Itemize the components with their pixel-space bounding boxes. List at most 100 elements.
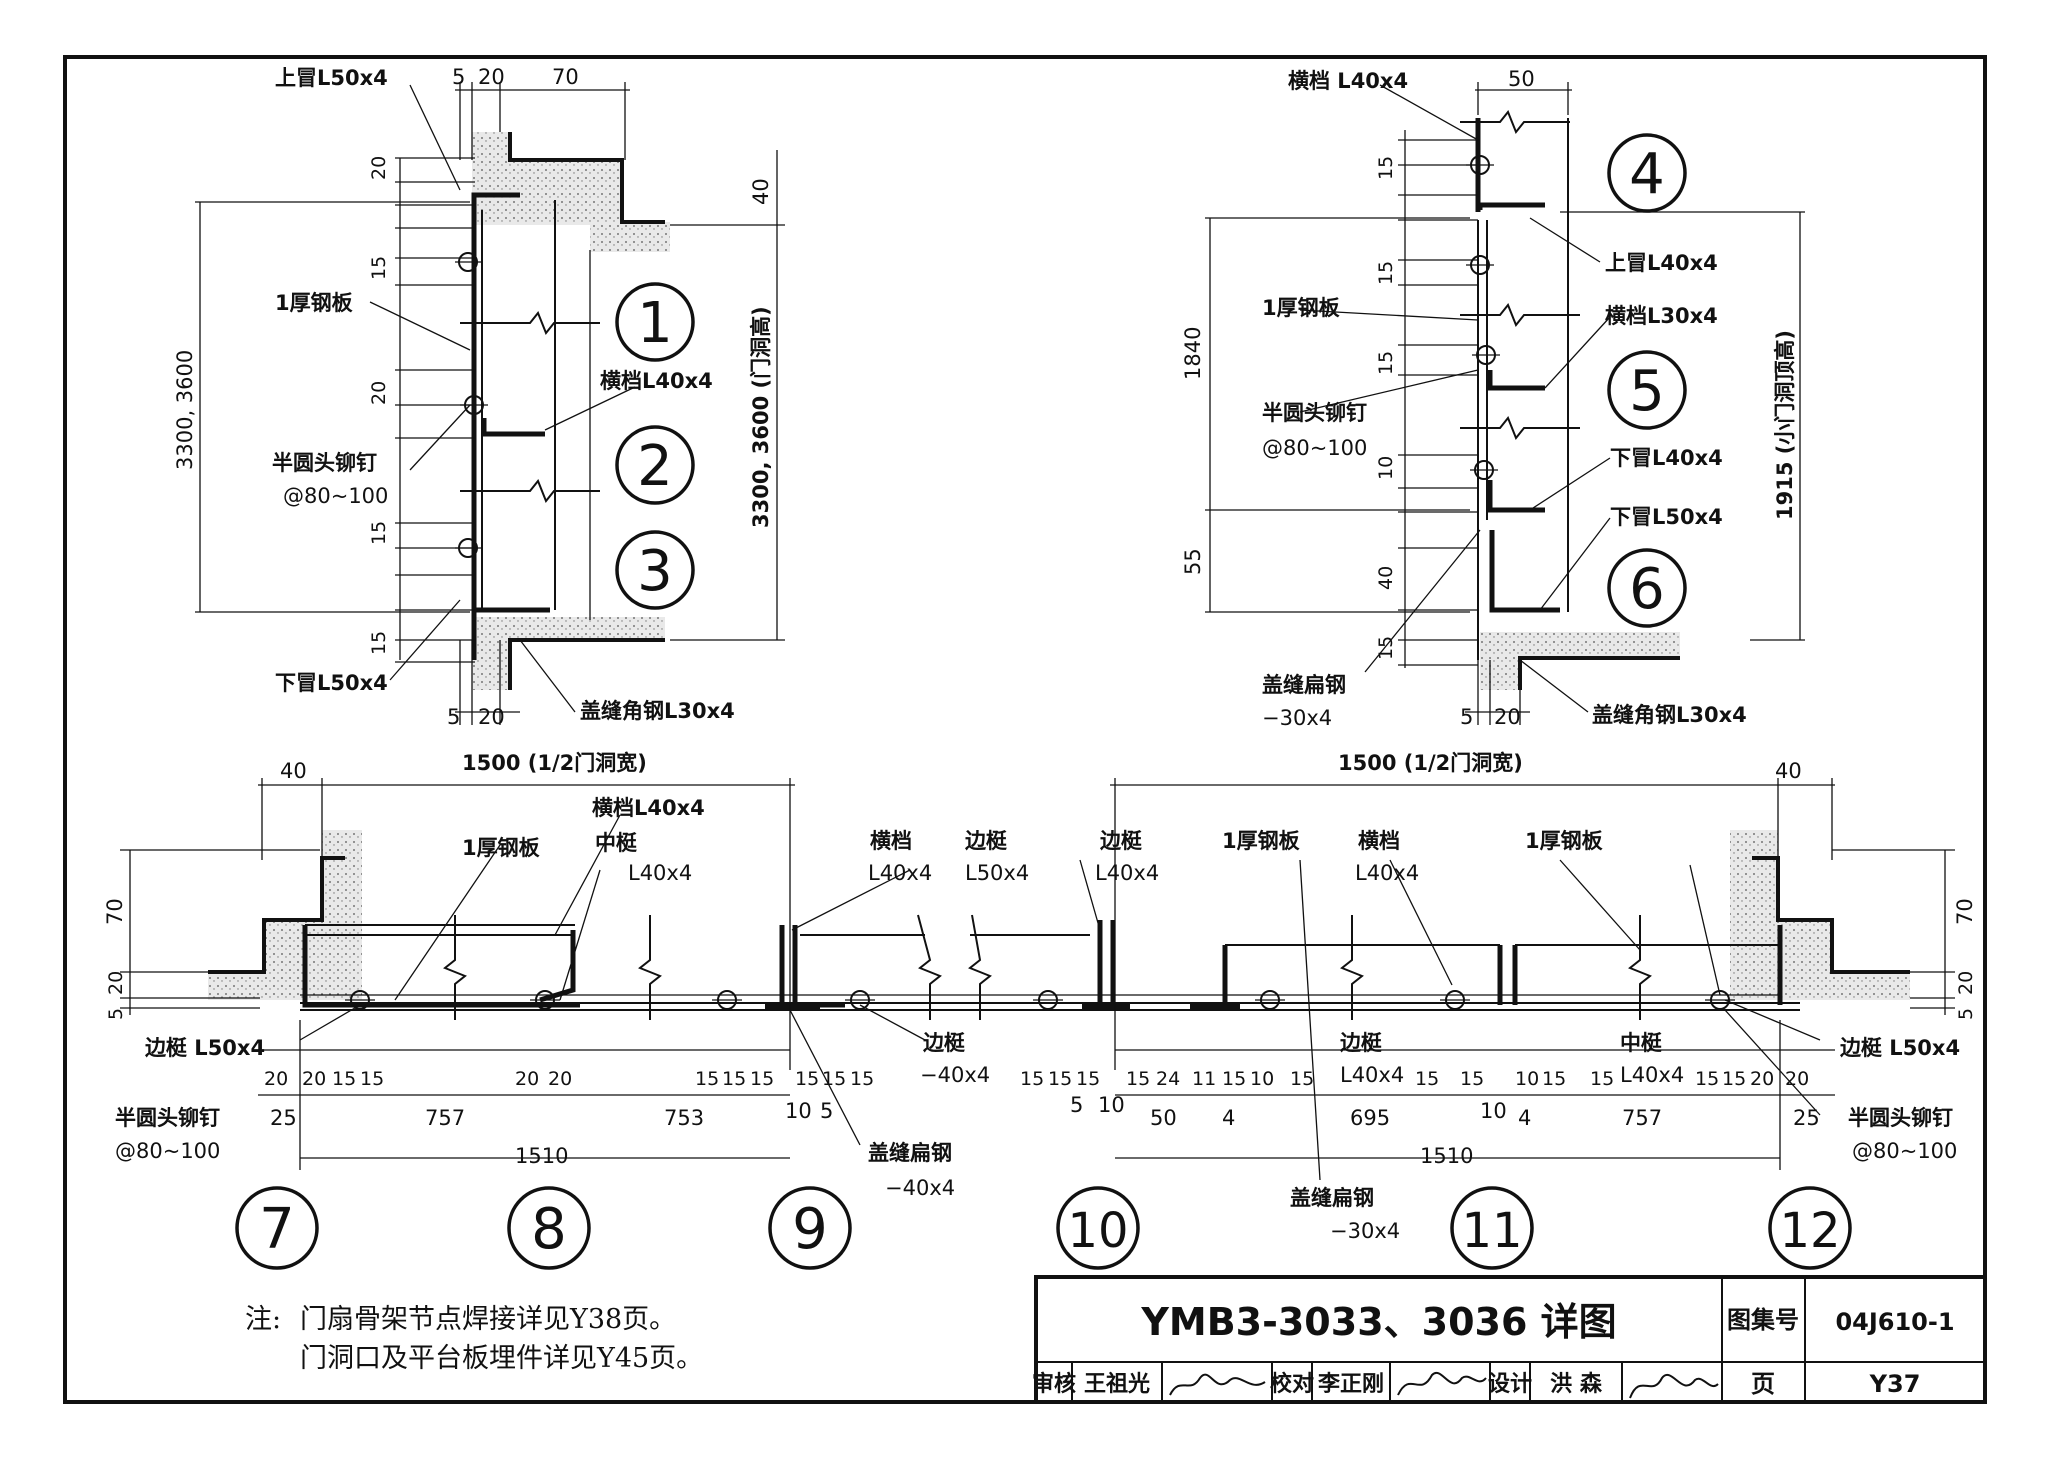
svg-text:L40x4: L40x4 <box>1340 1063 1404 1087</box>
review-name: 王祖光 <box>1084 1372 1150 1397</box>
signature-reviewer <box>1169 1373 1266 1396</box>
dim-tick: 24 <box>1156 1068 1180 1090</box>
drawing-title: YMB3-3033、3036 详图 <box>1140 1300 1616 1344</box>
dim-door-height: 3300, 3600 (门洞高) <box>749 306 773 528</box>
svg-text:15: 15 <box>360 1068 384 1090</box>
svg-text:15: 15 <box>1076 1068 1100 1090</box>
check-name: 李正刚 <box>1317 1372 1384 1397</box>
svg-text:半圆头铆钉: 半圆头铆钉 <box>115 1106 220 1130</box>
label-plate-1mm: 1厚钢板 <box>275 291 354 315</box>
dim-15: 15 <box>368 256 390 280</box>
dim-70-left: 70 <box>103 898 127 925</box>
svg-text:757: 757 <box>1622 1106 1662 1130</box>
label-l50-h1: L50x4 <box>965 861 1029 885</box>
svg-text:2: 2 <box>637 434 673 499</box>
dim-4-a: 4 <box>1222 1106 1235 1130</box>
label-flat-30-h: −30x4 <box>1330 1219 1400 1243</box>
svg-text:4: 4 <box>1222 1106 1235 1130</box>
svg-text:40: 40 <box>280 759 307 783</box>
dim-5-right: 5 <box>1955 1008 1977 1020</box>
page-number: Y37 <box>1869 1370 1921 1398</box>
dim-5: 5 <box>1460 705 1473 729</box>
label-crossbar-h2: 横档 <box>870 829 912 853</box>
dim-tick: 20 <box>1750 1068 1774 1090</box>
svg-text:25: 25 <box>1793 1106 1820 1130</box>
svg-text:20: 20 <box>1750 1068 1774 1090</box>
svg-text:盖缝扁钢: 盖缝扁钢 <box>1290 1186 1374 1210</box>
svg-text:5: 5 <box>820 1099 833 1123</box>
dim-tick: 15 <box>1722 1068 1746 1090</box>
svg-text:L40x4: L40x4 <box>1355 861 1419 885</box>
dim-757-left: 757 <box>425 1106 465 1130</box>
label-rivet-spacing: @80~100 <box>283 484 388 508</box>
label-crossbar-h3: 横档 <box>1358 829 1400 853</box>
dim-tick: 15 <box>1076 1068 1100 1090</box>
svg-text:中梃: 中梃 <box>595 831 637 855</box>
svg-text:校对: 校对 <box>1270 1371 1314 1397</box>
svg-text:边梃: 边梃 <box>1100 829 1142 853</box>
label-l40-h6: L40x4 <box>1620 1063 1684 1087</box>
svg-text:门洞口及平台板埋件详见Y45页。: 门洞口及平台板埋件详见Y45页。 <box>300 1343 703 1374</box>
svg-text:20: 20 <box>105 971 127 995</box>
svg-text:1510: 1510 <box>515 1144 568 1168</box>
svg-text:15: 15 <box>1590 1068 1614 1090</box>
svg-text:设计: 设计 <box>1488 1372 1532 1397</box>
label-rivet-spacing-h-left: @80~100 <box>115 1139 220 1163</box>
label-rivet: 半圆头铆钉 <box>272 451 377 475</box>
label-plate-1mm-right: 1厚钢板 <box>1262 296 1341 320</box>
svg-text:5: 5 <box>1955 1008 1977 1020</box>
svg-text:1厚钢板: 1厚钢板 <box>275 291 354 315</box>
svg-text:15: 15 <box>1020 1068 1044 1090</box>
svg-text:1500 (1/2门洞宽): 1500 (1/2门洞宽) <box>462 751 647 775</box>
svg-text:−30x4: −30x4 <box>1330 1219 1400 1243</box>
dim-15: 15 <box>1375 261 1397 285</box>
dim-757-right: 757 <box>1622 1106 1662 1130</box>
svg-text:边梃: 边梃 <box>923 1031 965 1055</box>
svg-text:20: 20 <box>1494 705 1521 729</box>
svg-text:20: 20 <box>368 156 390 180</box>
svg-text:15: 15 <box>850 1068 874 1090</box>
label-l40-h3: L40x4 <box>1095 861 1159 885</box>
svg-text:20: 20 <box>1785 1068 1809 1090</box>
svg-text:L40x4: L40x4 <box>1620 1063 1684 1087</box>
svg-text:@80~100: @80~100 <box>1262 436 1367 460</box>
svg-text:15: 15 <box>722 1068 746 1090</box>
dim-20-right: 20 <box>1955 971 1977 995</box>
svg-text:@80~100: @80~100 <box>1852 1139 1957 1163</box>
detail-marker-12: 12 <box>1768 1186 1852 1270</box>
dim-tick: 15 <box>1590 1068 1614 1090</box>
dim-15: 15 <box>1375 351 1397 375</box>
dim-tick: 15 <box>822 1068 846 1090</box>
svg-text:横档: 横档 <box>1358 829 1400 853</box>
svg-text:1500 (1/2门洞宽): 1500 (1/2门洞宽) <box>1338 751 1523 775</box>
dim-753: 753 <box>664 1106 704 1130</box>
svg-text:边梃: 边梃 <box>1340 1031 1382 1055</box>
svg-text:20: 20 <box>515 1068 539 1090</box>
svg-text:下冒L40x4: 下冒L40x4 <box>1610 446 1723 470</box>
dim-tick: 10 <box>1515 1068 1539 1090</box>
dim-1510-left: 1510 <box>515 1144 568 1168</box>
svg-text:3: 3 <box>637 539 673 604</box>
svg-text:1厚钢板: 1厚钢板 <box>1222 829 1301 853</box>
svg-text:40: 40 <box>1375 566 1397 590</box>
label-edge-stile-l50-right: 边梃 L50x4 <box>1840 1036 1960 1060</box>
svg-text:24: 24 <box>1156 1068 1180 1090</box>
dim-15: 15 <box>1375 156 1397 180</box>
dim-40-left: 40 <box>280 759 307 783</box>
label-crossbar-l40b: 横档 L40x4 <box>1288 69 1408 93</box>
dim-40: 40 <box>749 178 773 205</box>
svg-text:757: 757 <box>425 1106 465 1130</box>
svg-text:10: 10 <box>1067 1203 1128 1259</box>
svg-text:11: 11 <box>1461 1203 1522 1259</box>
detail-marker-11: 11 <box>1450 1186 1534 1270</box>
svg-text:边梃 L50x4: 边梃 L50x4 <box>145 1036 265 1060</box>
svg-text:20: 20 <box>478 65 505 89</box>
section-right-vertical <box>1205 82 1805 725</box>
dim-tick: 15 <box>360 1068 384 1090</box>
notes-line-1: 门扇骨架节点焊接详见Y38页。 <box>300 1304 676 1335</box>
label-edge-stile-l50-left: 边梃 L50x4 <box>145 1036 265 1060</box>
dim-tick: 15 <box>1126 1068 1150 1090</box>
dim-1915: 1915 (小门洞顶高) <box>1773 330 1797 520</box>
svg-text:1915 (小门洞顶高): 1915 (小门洞顶高) <box>1773 330 1797 520</box>
dim-tick: 15 <box>1695 1068 1719 1090</box>
